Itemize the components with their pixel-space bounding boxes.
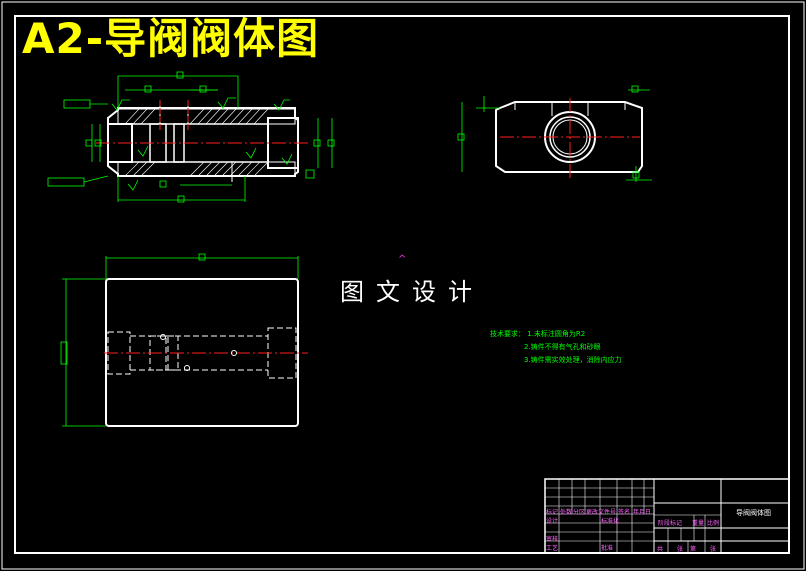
- tech-item-2: 2.铸件不得有气孔和砂眼: [524, 343, 601, 351]
- tb-label-5: 年月日: [633, 509, 652, 516]
- tb-label-10: 批准: [601, 545, 614, 552]
- tb-label-9: 工艺: [546, 545, 559, 552]
- tb-label-11: 阶段标记: [658, 520, 683, 527]
- tb-label-2: 分区: [573, 509, 586, 516]
- tb-sheet-3: 张: [710, 546, 717, 553]
- tb-label-1: 处数: [560, 509, 573, 516]
- tb-label-3: 更改文件号: [586, 509, 617, 516]
- title-block-part-name: 导阀阀体图: [736, 509, 771, 517]
- watermark-text: 图文设计: [340, 278, 484, 306]
- tech-item-3: 3.铸件需实效处理，消除内应力: [524, 356, 622, 364]
- cursor-mark: ^: [398, 254, 406, 265]
- tb-sheet-2: 第: [690, 546, 697, 553]
- tb-label-13: 比例: [707, 520, 720, 527]
- tb-label-4: 签名: [618, 509, 631, 516]
- tech-item-1: 1.未标注圆角为R2: [527, 330, 586, 338]
- tb-label-7: 标准化: [601, 518, 620, 525]
- title-block: [544, 478, 790, 554]
- drawing-title: A2-导阀阀体图: [22, 14, 320, 63]
- side-view: [457, 85, 652, 182]
- drawing-frame: [14, 15, 790, 554]
- tb-label-12: 重量: [692, 520, 705, 527]
- tb-label-8: 审核: [546, 536, 559, 543]
- tb-sheet-1: 张: [677, 546, 684, 553]
- tech-heading: 技术要求：: [490, 330, 525, 338]
- front-section-view: [47, 71, 335, 203]
- technical-requirements: 技术要求： 1.未标注圆角为R2 2.铸件不得有气孔和砂眼 3.铸件需实效处理，…: [490, 328, 622, 367]
- tb-sheet-0: 共: [657, 546, 664, 553]
- top-view: [60, 253, 308, 427]
- tb-label-6: 设计: [546, 518, 559, 525]
- tb-label-0: 标记: [546, 509, 559, 516]
